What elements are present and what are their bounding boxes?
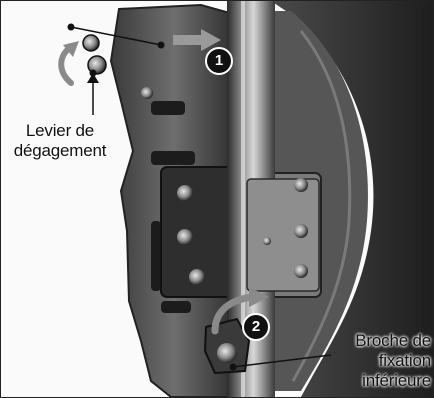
pivot-bolt [141,87,153,99]
plate-slot [151,151,195,165]
step-1-badge: 1 [205,47,233,75]
release-lever-label: Levier de dégagement [5,121,115,161]
release-lever-label-line: dégagement [5,141,115,161]
bolt [263,237,271,245]
plate-slot [151,101,185,115]
bolt [189,269,205,285]
plate-slot [161,301,191,313]
bolt [177,185,193,201]
lower-pin-head [217,343,237,363]
lower-pin-label: Broche de fixation inférieure [335,331,431,391]
bolt [294,178,308,192]
hinge-plate-front [247,179,319,291]
lower-pin-label-line: fixation [335,351,431,371]
bolt [177,229,193,245]
bolt [294,224,308,238]
lower-pin-label-line: Broche de [335,331,431,351]
plate-slot [151,221,161,291]
bolt [294,264,308,278]
lower-pin-label-line: inférieure [335,371,431,391]
release-lever-knob [83,35,99,51]
release-lever-label-line: Levier de [5,121,115,141]
step-2-badge: 2 [242,313,270,341]
